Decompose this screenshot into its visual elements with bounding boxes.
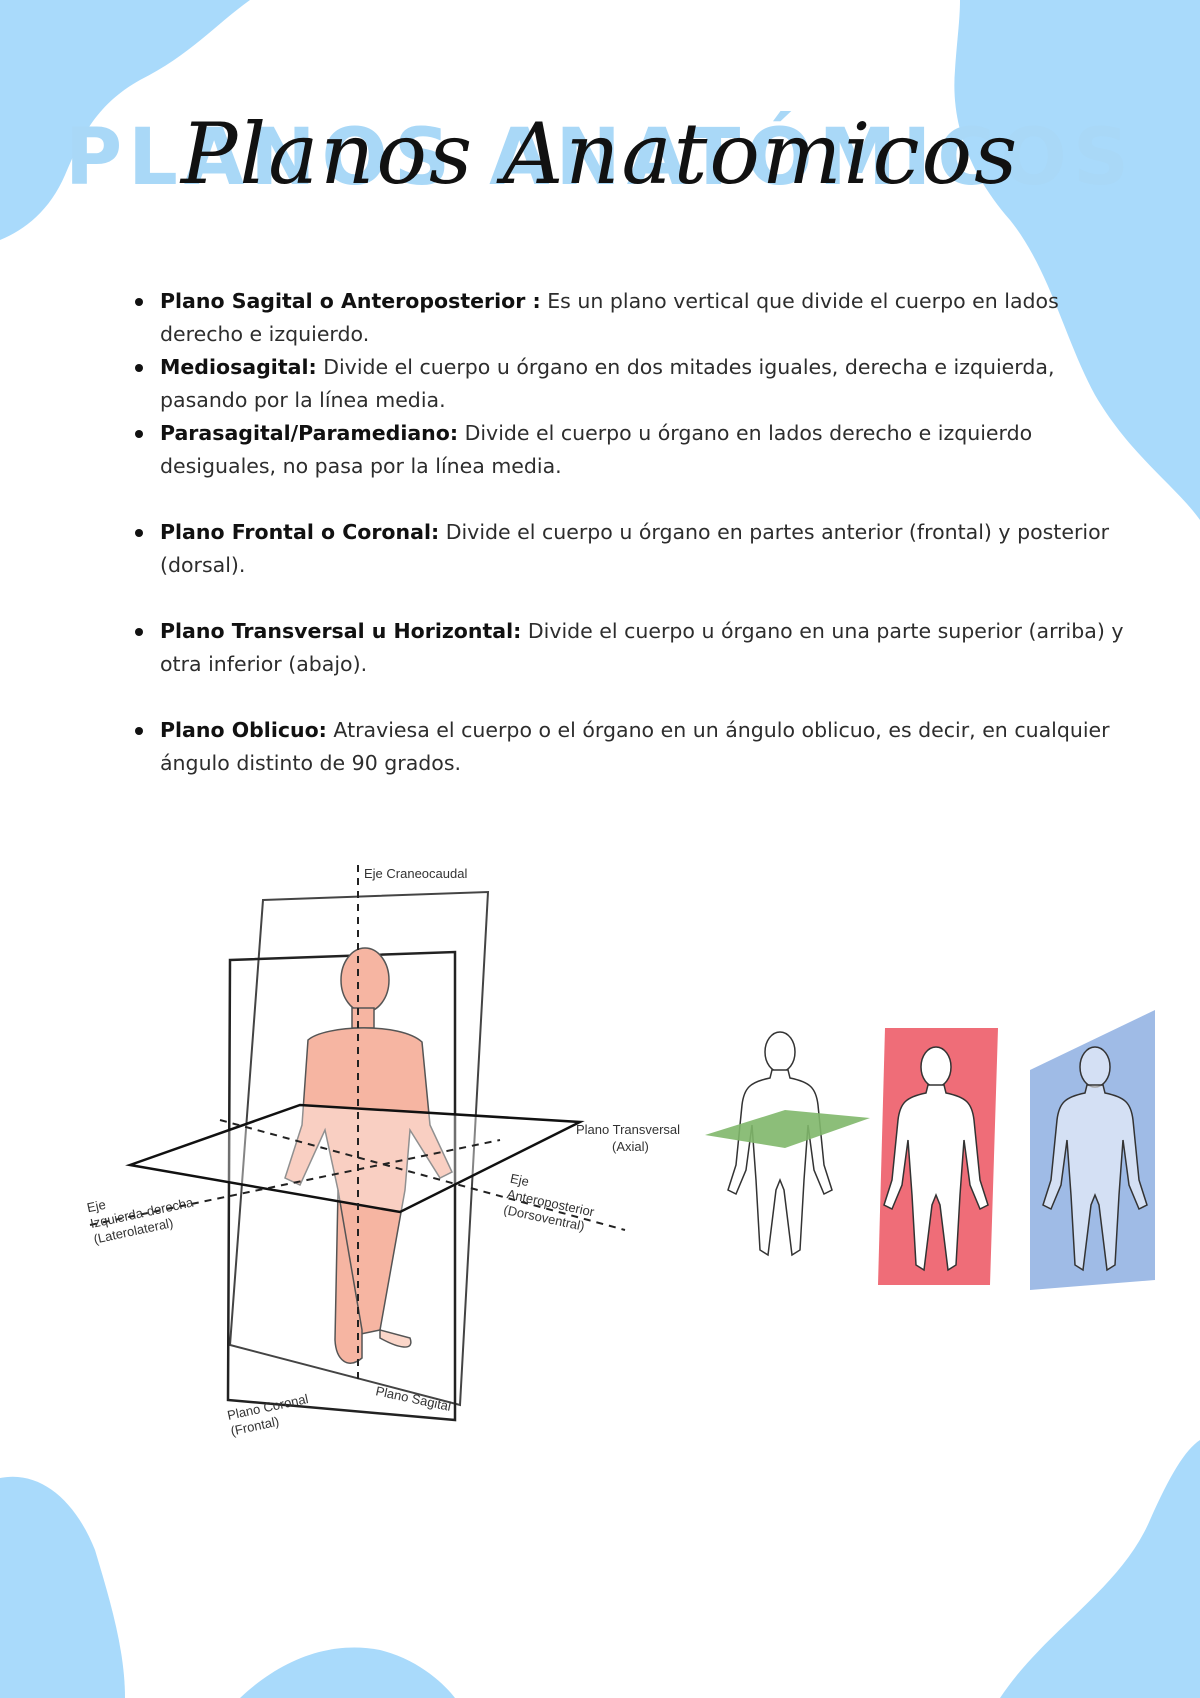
figure-coronal [1030, 1010, 1155, 1290]
definition-item: Plano Oblicuo: Atraviesa el cuerpo o el … [130, 714, 1125, 780]
definition-text: Divide el cuerpo u órgano en partes ante… [160, 520, 1110, 577]
human-figure [284, 947, 453, 1364]
plane-figures [705, 1010, 1155, 1290]
blob-bottom-center [240, 1647, 455, 1698]
definition-text: Divide el cuerpo u órgano en una parte s… [160, 619, 1124, 676]
label-plano-sagital: Plano Sagital [374, 1383, 452, 1414]
definition-item: Plano Transversal u Horizontal: Divide e… [130, 615, 1125, 681]
definition-item: Plano Frontal o Coronal: Divide el cuerp… [130, 516, 1125, 582]
transverse-plane [125, 1103, 585, 1214]
label-eje-craneocaudal: Eje Craneocaudal [364, 866, 467, 881]
definition-item: Parasagital/Paramediano: Divide el cuerp… [130, 417, 1125, 483]
definitions-list: Plano Sagital o Anteroposterior : Es un … [130, 285, 1125, 780]
definition-item: Mediosagital: Divide el cuerpo u órgano … [130, 351, 1125, 417]
label-eje-ap-1: Eje [509, 1171, 531, 1190]
definition-text: Divide el cuerpo u órgano en lados derec… [160, 421, 1033, 478]
label-eje-laterolateral: Eje Izquierda-derecha (Laterolateral) [86, 1194, 196, 1246]
definition-term: Parasagital/Paramediano: [160, 421, 459, 445]
label-plano-coronal: Plano Coronal (Frontal) [226, 1391, 310, 1438]
title-script-text: Planos Anatomicos [180, 105, 1020, 203]
definition-term: Plano Frontal o Coronal: [160, 520, 440, 544]
figure-sagittal [878, 1028, 998, 1285]
anteroposterior-axis [219, 1119, 626, 1231]
label-plano-transversal: Plano Transversal [576, 1122, 680, 1137]
definition-item: Plano Sagital o Anteroposterior : Es un … [130, 285, 1125, 351]
anatomical-planes-diagram: Eje Craneocaudal Plano Transversal (Axia… [86, 865, 680, 1439]
definition-text: Divide el cuerpo u órgano en dos mitades… [160, 355, 1055, 412]
title-background-text: PLANOS ANATÓMICOS [65, 113, 1135, 203]
label-eje-lr-1: Eje [86, 1197, 108, 1216]
sagittal-plane [228, 890, 490, 1407]
page-title: PLANOS ANATÓMICOS Planos Anatomicos [0, 95, 1200, 235]
definition-text: Es un plano vertical que divide el cuerp… [160, 289, 1059, 346]
blob-top-right [954, 0, 1200, 520]
definition-term: Mediosagital: [160, 355, 317, 379]
blob-bottom-left [0, 1476, 125, 1698]
definition-text: Atraviesa el cuerpo o el órgano en un án… [160, 718, 1110, 775]
laterolateral-axis [89, 1139, 501, 1226]
label-eje-anteroposterior: Eje Anteroposterior (Dorsoventral) [502, 1171, 596, 1234]
transverse-plane-figure [705, 1110, 870, 1148]
definition-term: Plano Sagital o Anteroposterior : [160, 289, 541, 313]
label-plano-transversal-axial: (Axial) [612, 1139, 649, 1154]
blob-bottom-right [1000, 1440, 1200, 1698]
blob-top-left [0, 0, 250, 240]
definition-term: Plano Transversal u Horizontal: [160, 619, 522, 643]
definition-term: Plano Oblicuo: [160, 718, 327, 742]
figure-transverse [705, 1031, 870, 1256]
